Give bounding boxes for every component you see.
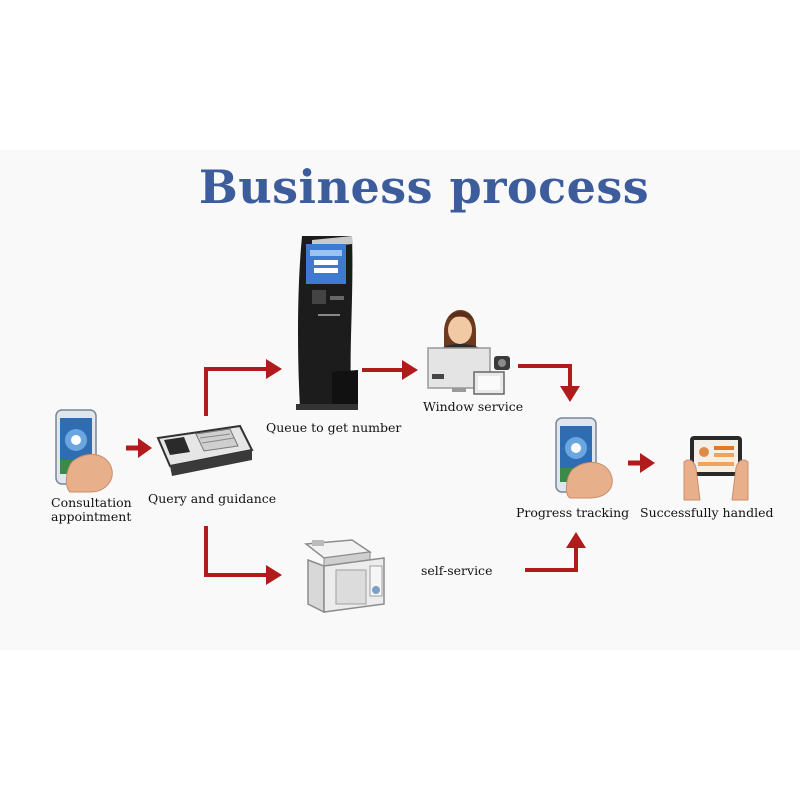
tablet-in-hands-icon xyxy=(683,436,749,501)
label-consultation-appointment: Consultation appointment xyxy=(51,495,132,524)
label-queue-to-get-number: Queue to get number xyxy=(266,420,402,435)
card-reader-icon xyxy=(156,424,254,476)
arrow-window-to-progress xyxy=(518,364,580,402)
queue-kiosk-icon xyxy=(296,236,358,410)
arrow-self-service-to-progress xyxy=(525,532,586,572)
label-progress-tracking: Progress tracking xyxy=(516,505,630,520)
arrow-queue-to-window xyxy=(362,360,418,380)
label-query-and-guidance: Query and guidance xyxy=(148,491,277,506)
arrow-query-to-queue xyxy=(204,359,282,416)
phone-in-hand-icon xyxy=(555,417,613,499)
label-successfully-handled: Successfully handled xyxy=(640,505,774,520)
arrow-progress-to-handled xyxy=(628,453,655,473)
arrow-query-to-self-service xyxy=(204,526,282,585)
label-self-service: self-service xyxy=(421,563,493,578)
arrow-consultation-to-query xyxy=(126,438,152,458)
phone-in-hand-icon xyxy=(55,409,113,493)
label-window-service: Window service xyxy=(423,399,524,414)
service-agent-icon xyxy=(427,310,510,395)
self-service-terminal-icon xyxy=(304,539,385,614)
diagram-title: Business process xyxy=(198,160,650,214)
diagram-background xyxy=(0,150,800,650)
